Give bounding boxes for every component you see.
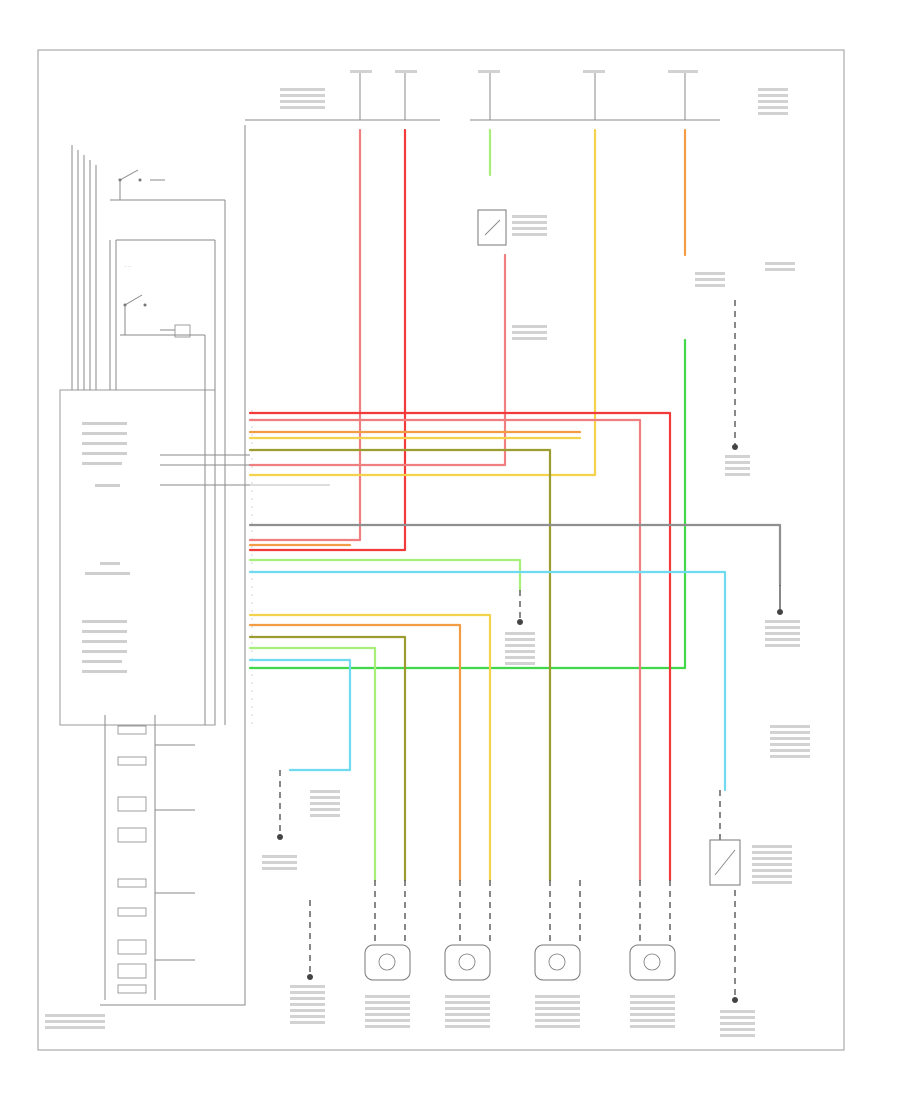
switch-icon	[477, 209, 507, 246]
wheel-speed-sensor-icon	[364, 880, 411, 981]
switch-icon	[118, 169, 165, 200]
relay-icon	[160, 324, 191, 338]
diagram-frame	[37, 49, 845, 1051]
abs-control-module	[59, 389, 216, 726]
connector-leads	[279, 300, 781, 1000]
module-outline	[100, 125, 246, 1006]
wheel-speed-sensor-icon	[629, 880, 676, 981]
svg-text:· · ·: · · ·	[125, 264, 131, 269]
wire-harness	[160, 128, 782, 882]
wheel-speed-sensor-icon	[444, 880, 491, 981]
module-labels	[82, 422, 130, 673]
fuse-icon	[359, 70, 686, 120]
component-label-placeholders	[45, 70, 810, 1037]
lower-left-connector-block	[104, 715, 195, 1000]
ground-icon	[277, 444, 783, 1003]
switch-icon	[123, 294, 147, 335]
relay-icon	[709, 839, 741, 886]
wheel-speed-sensor-icon	[534, 880, 581, 981]
left-harness-lines	[71, 145, 226, 725]
